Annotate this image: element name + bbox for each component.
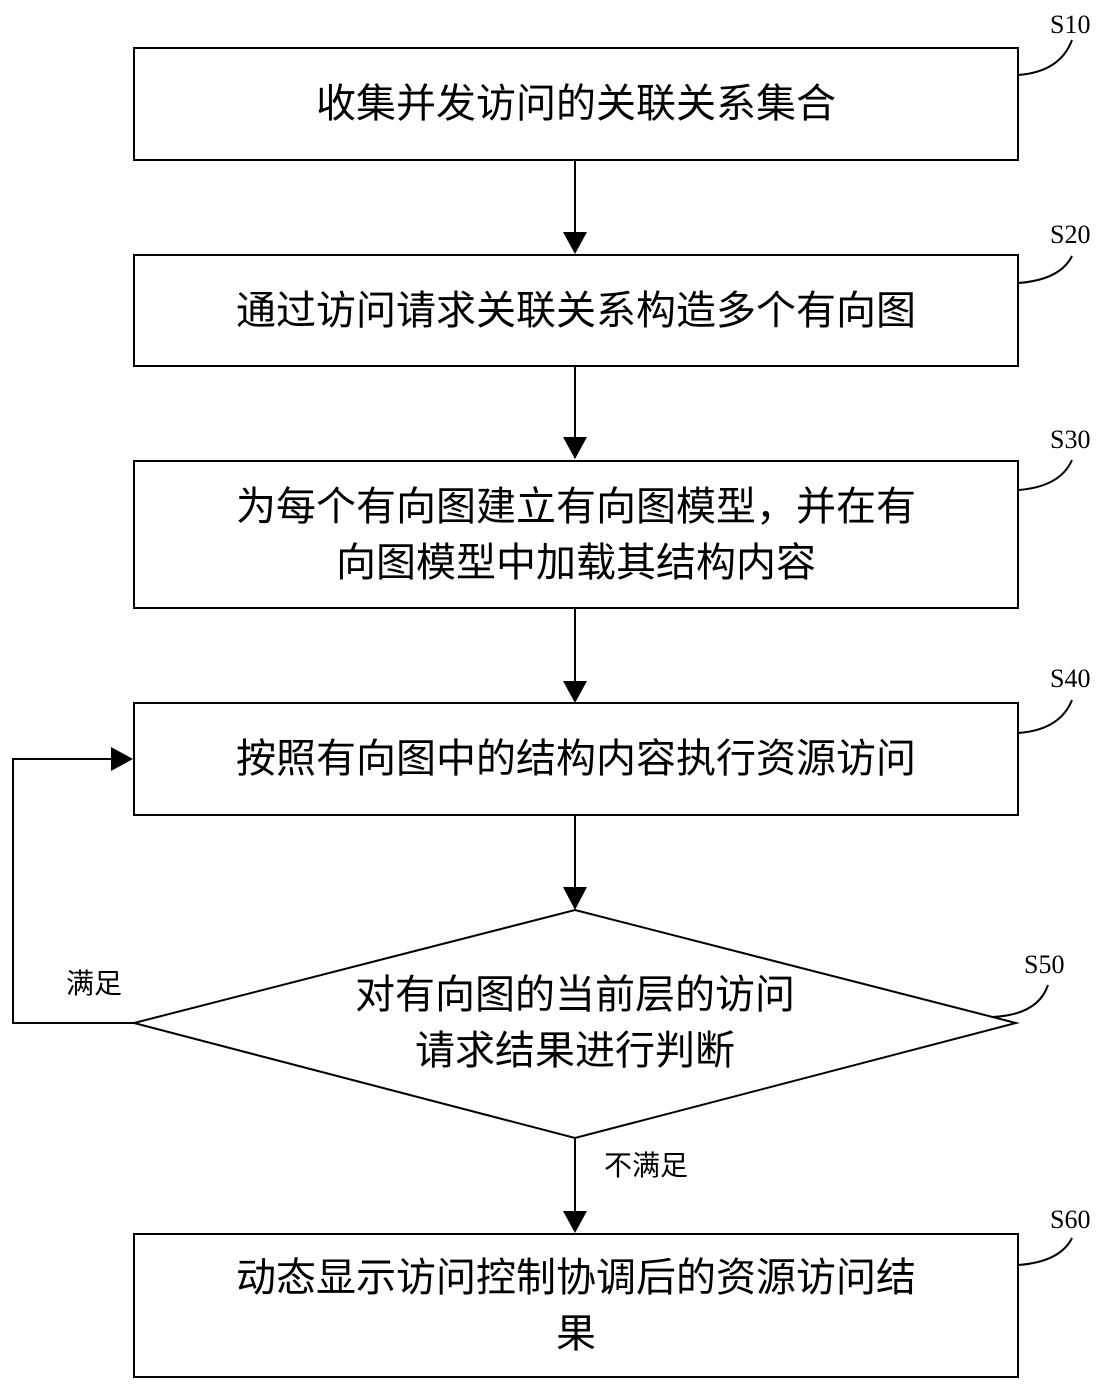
step-text-s60-line2: 果: [556, 1306, 596, 1362]
arrowhead-s30-s40: [563, 681, 587, 703]
leader-s30: [1018, 460, 1072, 490]
arrowhead-s40-s50: [563, 887, 587, 910]
arrowhead-s10-s20: [563, 232, 587, 254]
step-id-s60: S60: [1050, 1205, 1090, 1235]
leader-s60: [1018, 1238, 1072, 1265]
step-box-s30: 为每个有向图建立有向图模型，并在有 向图模型中加载其结构内容: [133, 460, 1019, 609]
arrowhead-s20-s30: [563, 437, 587, 459]
edge-label-not-satisfied: 不满足: [604, 1150, 688, 1182]
step-box-s60: 动态显示访问控制协调后的资源访问结 果: [133, 1233, 1019, 1378]
step-text-s60-line1: 动态显示访问控制协调后的资源访问结: [236, 1250, 916, 1306]
step-text-s20: 通过访问请求关联关系构造多个有向图: [236, 283, 916, 339]
leader-s50: [992, 985, 1048, 1017]
leader-s20: [1018, 256, 1072, 283]
step-id-s10: S10: [1050, 10, 1090, 40]
leader-s10: [1018, 40, 1072, 75]
decision-text-s50: 对有向图的当前层的访问 请求结果进行判断: [255, 967, 895, 1079]
step-text-s10: 收集并发访问的关联关系集合: [316, 76, 836, 132]
edge-label-satisfied: 满足: [66, 968, 122, 1000]
decision-text-s50-line2: 请求结果进行判断: [255, 1023, 895, 1079]
step-box-s10: 收集并发访问的关联关系集合: [133, 47, 1019, 161]
arrowhead-feedback: [111, 747, 133, 771]
leader-s40: [1018, 700, 1072, 733]
step-box-s40: 按照有向图中的结构内容执行资源访问: [133, 702, 1019, 816]
step-id-s50: S50: [1024, 950, 1064, 980]
step-text-s30-line2: 向图模型中加载其结构内容: [336, 535, 816, 591]
step-id-s20: S20: [1050, 220, 1090, 250]
step-text-s40: 按照有向图中的结构内容执行资源访问: [236, 731, 916, 787]
arrowhead-s50-s60: [563, 1211, 587, 1233]
step-text-s30-line1: 为每个有向图建立有向图模型，并在有: [236, 479, 916, 535]
step-box-s20: 通过访问请求关联关系构造多个有向图: [133, 254, 1019, 367]
step-id-s30: S30: [1050, 425, 1090, 455]
step-id-s40: S40: [1050, 664, 1090, 694]
decision-text-s50-line1: 对有向图的当前层的访问: [255, 967, 895, 1023]
